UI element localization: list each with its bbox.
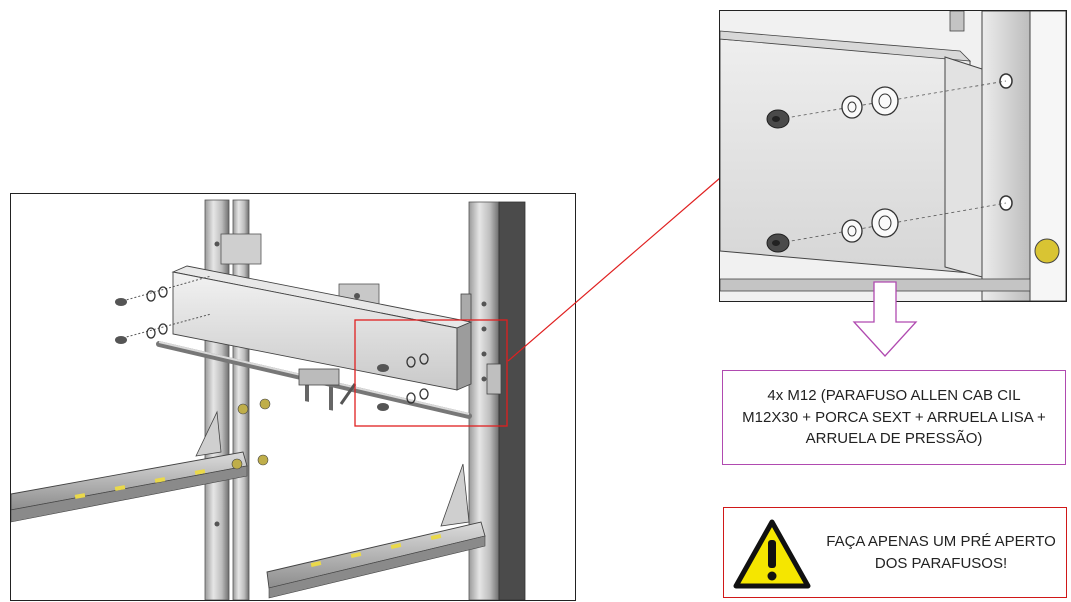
fastener-note-text: 4x M12 (PARAFUSO ALLEN CAB CIL M12X30 + … [742, 386, 1046, 448]
detail-view [719, 10, 1067, 302]
lower-fastener-row [766, 202, 1007, 253]
left-post [204, 199, 262, 600]
arrow-down-icon [852, 281, 918, 357]
assembly-drawing [11, 199, 526, 600]
warning-triangle-icon [733, 519, 811, 589]
left-support-arm [11, 398, 271, 523]
fastener-note: 4x M12 (PARAFUSO ALLEN CAB CIL M12X30 + … [722, 370, 1066, 465]
left-bolts [115, 275, 212, 344]
assembly-view [10, 193, 576, 601]
right-bolts [377, 353, 429, 411]
highlight-region [354, 319, 508, 427]
right-support-arm [266, 463, 486, 599]
warning-text-wrap: FAÇA APENAS UM PRÉ APERTO DOS PARAFUSOS! [816, 508, 1066, 597]
warning-box: FAÇA APENAS UM PRÉ APERTO DOS PARAFUSOS! [723, 507, 1067, 598]
guide-rod [156, 341, 472, 419]
upper-fastener-row [766, 80, 1007, 129]
warning-text: FAÇA APENAS UM PRÉ APERTO DOS PARAFUSOS! [826, 532, 1056, 572]
detail-drawing [720, 11, 1066, 301]
